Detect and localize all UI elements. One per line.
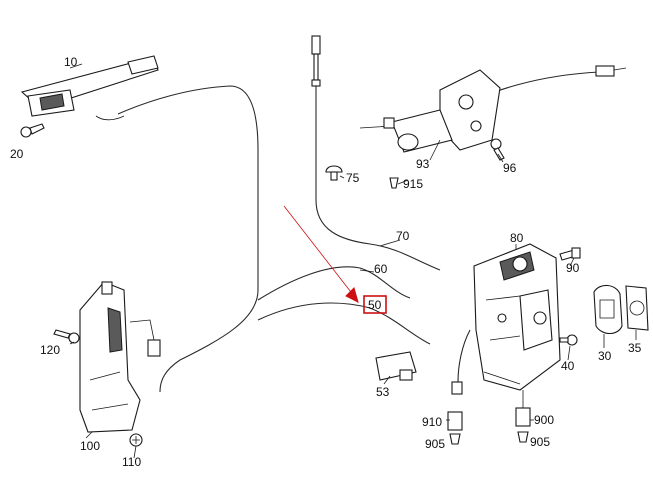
label-70: 70: [396, 229, 410, 243]
cables: [117, 71, 601, 393]
top-rod: [311, 35, 321, 87]
label-120: 120: [40, 343, 60, 357]
label-90: 90: [566, 261, 580, 275]
label-20: 20: [10, 147, 24, 161]
label-50-highlight-box: [363, 295, 387, 314]
part-40-screw: [559, 334, 578, 346]
part-90-screw: [559, 247, 581, 261]
label-100: 100: [80, 439, 100, 453]
label-50: 50: [368, 298, 382, 312]
label-910: 910: [422, 415, 442, 429]
cable-50: [257, 302, 431, 345]
part-900-connector: [515, 390, 531, 443]
part-30-striker: [593, 284, 623, 335]
cable-70: [315, 80, 441, 271]
cable-60: [257, 266, 411, 301]
part-75-clip: [325, 165, 343, 181]
part-20-screw: [20, 123, 45, 138]
part-35-plate: [625, 285, 649, 331]
label-53: 53: [376, 385, 390, 399]
cable-handle-link: [117, 85, 259, 393]
label-10: 10: [64, 55, 78, 69]
label-96: 96: [503, 161, 517, 175]
part-120-screw: [53, 329, 80, 344]
leader-lines: [69, 63, 637, 459]
label-80: 80: [510, 231, 524, 245]
part-labels: 10 20 75 93 96 915 70 80 90 60 50 30 35 …: [10, 55, 642, 469]
label-35: 35: [628, 341, 642, 355]
label-905-right: 905: [530, 435, 550, 449]
part-110-screw: [129, 433, 143, 447]
label-110: 110: [122, 455, 141, 469]
label-900: 900: [534, 413, 554, 427]
highlight-arrow: [283, 205, 359, 303]
label-40: 40: [561, 359, 575, 373]
label-60: 60: [374, 262, 388, 276]
part-96-screw: [490, 138, 505, 161]
part-93-mechanism: [359, 65, 627, 153]
label-75: 75: [346, 171, 360, 185]
part-915-pin: [389, 177, 399, 189]
part-80-door-lock: [473, 243, 561, 391]
label-905-left: 905: [425, 437, 445, 451]
part-910-connector: [447, 381, 463, 445]
part-100-inner-bracket: [79, 281, 141, 433]
label-915: 915: [403, 177, 423, 191]
cable-clip: [129, 319, 161, 357]
label-93: 93: [416, 157, 430, 171]
label-30: 30: [598, 349, 612, 363]
part-53-bracket: [375, 351, 417, 381]
cable-910: [457, 329, 471, 383]
part-10-outer-handle: [20, 55, 159, 121]
